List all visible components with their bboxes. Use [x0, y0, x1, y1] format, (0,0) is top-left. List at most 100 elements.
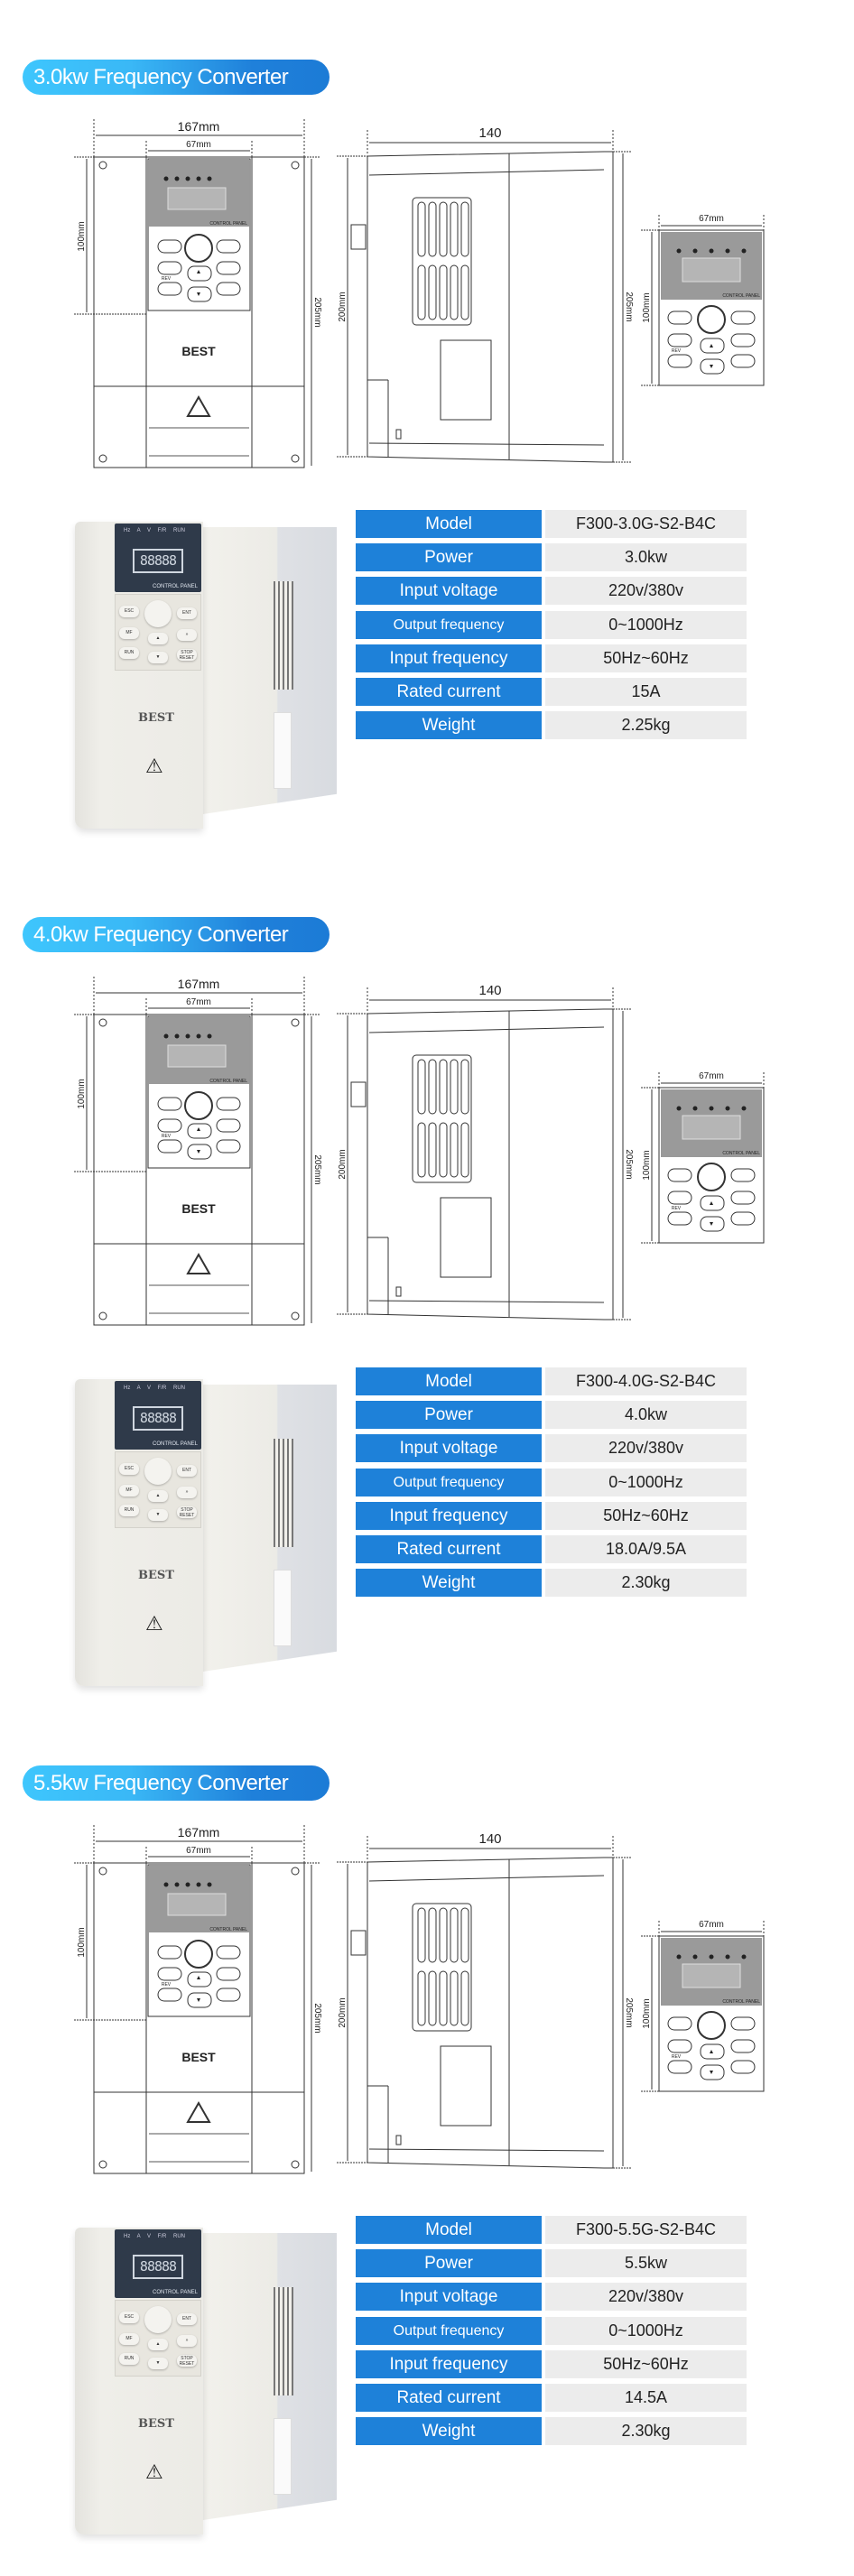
- spec-value: 2.30kg: [545, 2417, 747, 2445]
- spec-value: 15A: [545, 678, 747, 706]
- control-panel-label: CONTROL PANEL: [209, 221, 247, 227]
- depth-label: 140: [478, 983, 501, 998]
- spec-value: 0~1000Hz: [545, 1469, 747, 1496]
- lcd-display: 88888: [133, 549, 183, 573]
- dimension-drawing: 167mm 67mm 140 67mm 100mm 205mm 200mm 20…: [74, 1825, 765, 2174]
- spec-value: 14.5A: [545, 2384, 747, 2412]
- spec-label: Input frequency: [356, 2350, 542, 2378]
- converter-section: 4.0kw Frequency Converter: [0, 857, 854, 1715]
- spec-label: Model: [356, 1367, 542, 1395]
- control-panel-drawing: [641, 1072, 765, 1244]
- vent-slot: [450, 1122, 459, 1178]
- spec-label: Input voltage: [356, 2283, 542, 2311]
- stop-reset-key: STOP RESET: [177, 1506, 197, 1518]
- vent-slot: [439, 1970, 448, 2026]
- spec-value: 50Hz~60Hz: [545, 2350, 747, 2378]
- side-view-drawing: [337, 130, 632, 463]
- spec-label: Weight: [356, 711, 542, 739]
- spec-value: 220v/380v: [545, 2283, 747, 2311]
- vent-slot: [439, 1122, 448, 1178]
- spec-label: Power: [356, 1401, 542, 1429]
- shift-key: »: [177, 629, 197, 641]
- width-167-label: 167mm: [178, 977, 220, 991]
- control-panel-drawing: [641, 1921, 765, 2092]
- down-key: ▼: [148, 2358, 168, 2369]
- brand-logo: BEST: [181, 344, 216, 358]
- device-side: [203, 527, 337, 814]
- spec-label: Input frequency: [356, 644, 542, 672]
- rating-label-sticker: [274, 1570, 292, 1646]
- spec-label: Output frequency: [356, 1469, 542, 1496]
- dimension-drawing: 167mm 67mm 140 67mm 100mm 205mm 200mm 20…: [74, 977, 765, 1326]
- vent-slot: [428, 1970, 437, 2026]
- spec-label: Power: [356, 2249, 542, 2277]
- run-key: RUN: [119, 1505, 139, 1516]
- photo-brand-logo: BEST: [138, 711, 174, 725]
- vent-slot: [439, 201, 448, 257]
- height-200-label: 200mm: [338, 292, 348, 321]
- photo-control-panel-label: CONTROL PANEL: [152, 2290, 198, 2295]
- spec-value: 220v/380v: [545, 1434, 747, 1462]
- photo-brand-logo: BEST: [138, 1569, 174, 1582]
- spec-value: 4.0kw: [545, 1401, 747, 1429]
- vent-slot: [450, 264, 459, 320]
- side-vent-slots: [417, 201, 469, 320]
- vent-slot: [428, 1907, 437, 1963]
- device-front: Hz A V F/R RUN 88888 CONTROL PANEL ESC E…: [75, 522, 203, 829]
- display-panel: Hz A V F/R RUN 88888 CONTROL PANEL: [115, 2229, 201, 2298]
- vent-slot: [460, 1970, 469, 2026]
- ent-key: ENT: [177, 2313, 197, 2325]
- spec-value: 220v/380v: [545, 577, 747, 605]
- section-title-banner: 3.0kw Frequency Converter: [23, 60, 330, 95]
- small-panel-width-label: 67mm: [699, 1920, 724, 1930]
- spec-value: 50Hz~60Hz: [545, 644, 747, 672]
- converter-section: 3.0kw Frequency Converter: [0, 0, 854, 857]
- indicator-leds: Hz A V F/R RUN: [124, 528, 186, 533]
- down-key: ▼: [148, 652, 168, 663]
- display-panel: Hz A V F/R RUN 88888 CONTROL PANEL: [115, 1381, 201, 1450]
- spec-label: Rated current: [356, 1535, 542, 1563]
- rev-key-label: REV: [162, 1982, 172, 1988]
- keypad: ESC ENT MF ▲ » RUN ▼ STOP RESET: [115, 594, 201, 671]
- run-key: RUN: [119, 2353, 139, 2365]
- vent-slot: [460, 1907, 469, 1963]
- height-200-label: 200mm: [338, 1997, 348, 2027]
- run-key: RUN: [119, 647, 139, 659]
- product-photo: Hz A V F/R RUN 88888 CONTROL PANEL ESC E…: [75, 2228, 337, 2534]
- vent-slot: [439, 1059, 448, 1115]
- spec-label: Output frequency: [356, 2317, 542, 2345]
- up-key: ▲: [148, 633, 168, 644]
- side-vent-slots: [417, 1059, 469, 1178]
- dial-knob: [144, 2306, 172, 2333]
- shift-key: »: [177, 2335, 197, 2347]
- spec-label: Output frequency: [356, 611, 542, 639]
- vent-slot: [428, 201, 437, 257]
- small-control-panel-label: CONTROL PANEL: [722, 293, 760, 299]
- small-panel-width-label: 67mm: [699, 1071, 724, 1081]
- height-205-label: 205mm: [312, 2003, 322, 2033]
- converter-section: 5.5kw Frequency Converter: [0, 1706, 854, 2563]
- product-photo: Hz A V F/R RUN 88888 CONTROL PANEL ESC E…: [75, 1379, 337, 1686]
- mf-key: MF: [119, 627, 139, 639]
- small-control-panel-label: CONTROL PANEL: [722, 1999, 760, 2005]
- indicator-leds: Hz A V F/R RUN: [124, 1385, 186, 1391]
- spec-value: 18.0A/9.5A: [545, 1535, 747, 1563]
- vent-slot: [460, 264, 469, 320]
- control-panel-drawing: [641, 215, 765, 386]
- ent-key: ENT: [177, 607, 197, 619]
- spec-value: 0~1000Hz: [545, 2317, 747, 2345]
- down-key: ▼: [148, 1509, 168, 1521]
- photo-brand-logo: BEST: [138, 2417, 174, 2431]
- side-height-205-label: 205mm: [624, 292, 634, 321]
